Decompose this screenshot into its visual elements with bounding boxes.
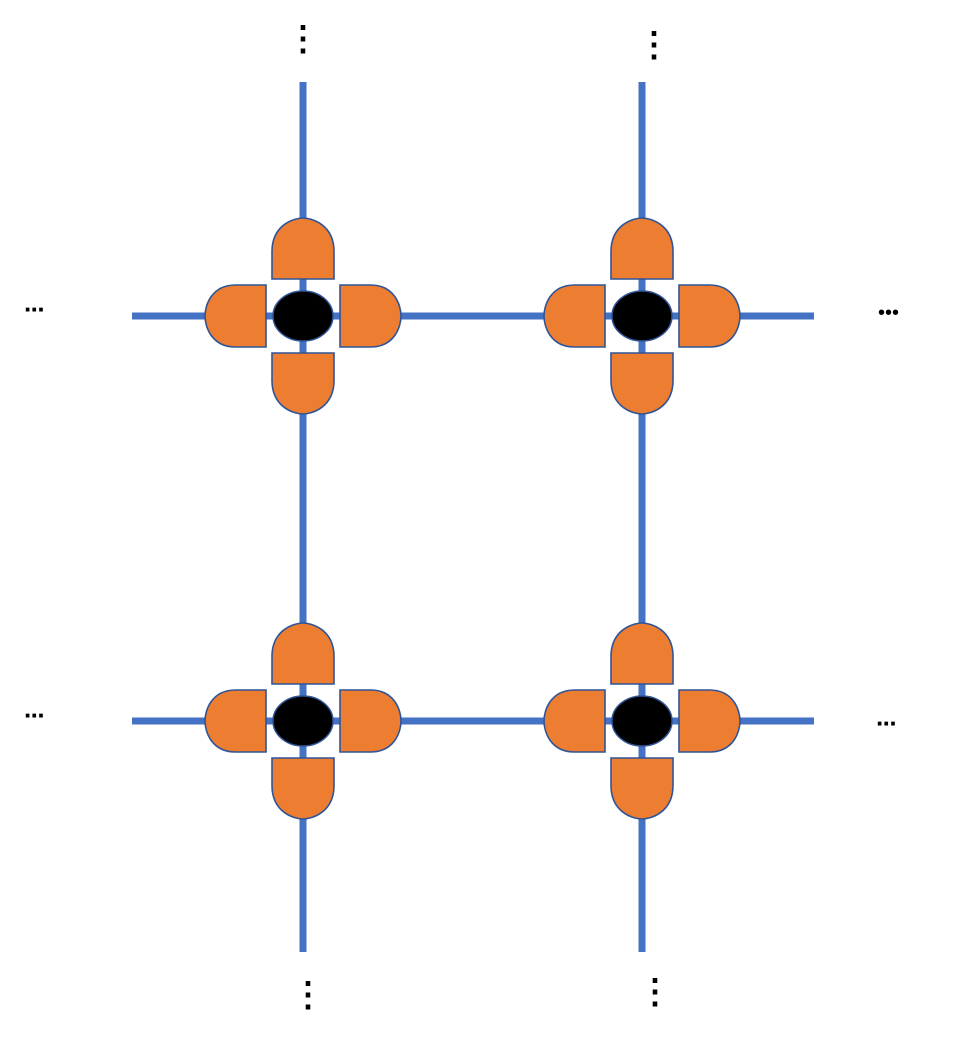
lobe-up [271, 217, 335, 280]
ellipsis-left-bottom: ··· [24, 700, 46, 730]
lobe-left [204, 689, 267, 753]
ellipsis-right-top: ••• [878, 302, 900, 324]
lobe-right [339, 284, 402, 348]
ellipsis-bottom-left: ⋮ [291, 976, 325, 1014]
ellipsis-right-bottom: ··· [876, 708, 898, 738]
lobe-down [610, 757, 674, 820]
lattice-site [543, 622, 741, 820]
lobe-down [610, 352, 674, 415]
lattice-nodes [204, 217, 741, 820]
lattice-site [543, 217, 741, 415]
lobe-right [678, 284, 741, 348]
lobe-up [610, 622, 674, 685]
lobe-right [678, 689, 741, 753]
ellipsis-left-top: ··· [24, 294, 46, 324]
lobe-down [271, 352, 335, 415]
ellipsis-top-right: ⋮ [637, 26, 671, 64]
site-node [272, 290, 334, 342]
lattice-site [204, 217, 402, 415]
lobe-down [271, 757, 335, 820]
lobe-left [543, 284, 606, 348]
lattice-site [204, 622, 402, 820]
site-node [611, 695, 673, 747]
lobe-up [610, 217, 674, 280]
site-node [272, 695, 334, 747]
lattice-edges [132, 82, 814, 952]
lobe-right [339, 689, 402, 753]
ellipsis-top-left: ⋮ [286, 20, 320, 58]
lobe-up [271, 622, 335, 685]
lobe-left [204, 284, 267, 348]
ellipsis-bottom-right: ⋮ [638, 973, 672, 1011]
site-node [611, 290, 673, 342]
lobe-left [543, 689, 606, 753]
